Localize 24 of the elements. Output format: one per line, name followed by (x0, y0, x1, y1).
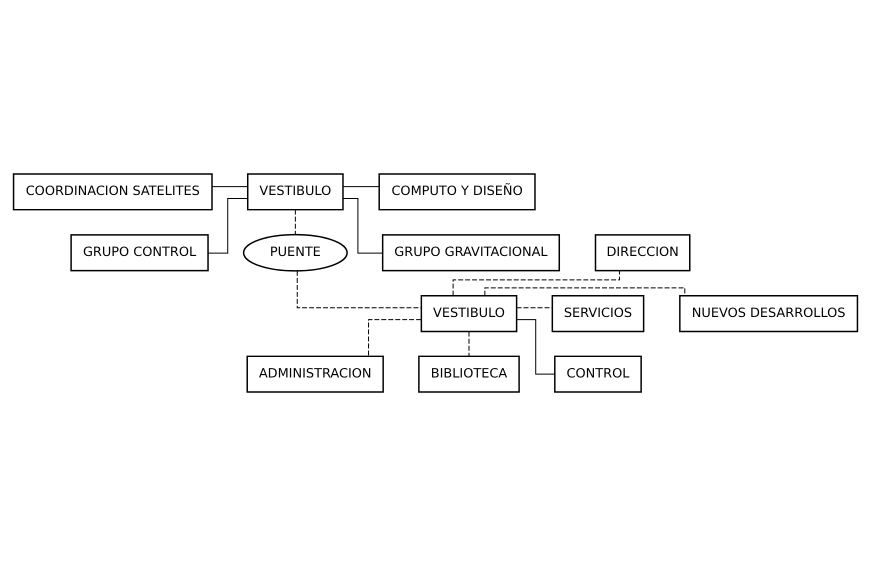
connector (452, 270, 620, 296)
connector (516, 318, 556, 374)
node-box: COORDINACION SATELITES (12, 172, 213, 210)
node-box: VESTIBULO (246, 172, 344, 210)
node-box: GRUPO GRAVITACIONAL (382, 234, 560, 271)
node-box: ADMINISTRACION (246, 355, 384, 392)
node-box: GRUPO CONTROL (70, 234, 209, 271)
connector (294, 208, 296, 234)
connector (516, 306, 553, 308)
node-box: VESTIBULO (420, 294, 518, 332)
connector (342, 198, 383, 254)
connector (468, 330, 470, 356)
connector (212, 186, 248, 187)
node-box: NUEVOS DESARROLLOS (679, 294, 858, 332)
node-box: BIBLIOTECA (418, 355, 520, 392)
connector (368, 318, 422, 356)
node-box: COMPUTO Y DISEÑO (378, 172, 536, 210)
connector (342, 186, 380, 187)
node-ellipse: PUENTE (242, 233, 348, 272)
node-box: DIRECCION (594, 234, 690, 271)
connector (296, 270, 422, 308)
node-box: CONTROL (554, 355, 642, 392)
connector (208, 198, 248, 254)
node-box: SERVICIOS (552, 294, 644, 332)
